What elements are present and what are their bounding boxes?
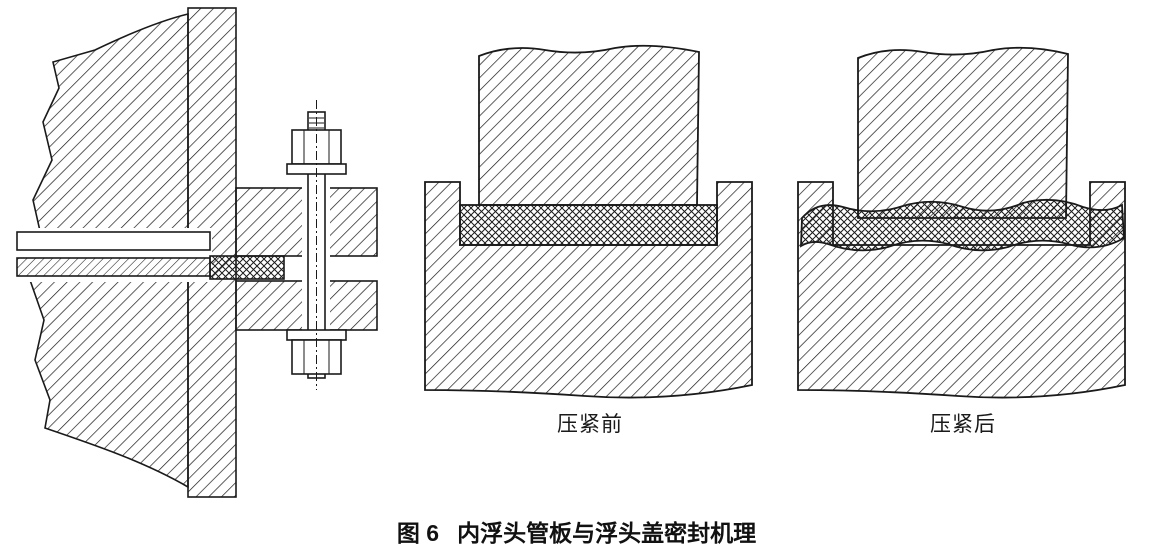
figure-caption: 图 6 内浮头管板与浮头盖密封机理 — [0, 514, 1153, 548]
gasket-before-compression-drawing — [424, 44, 753, 399]
label-before-compression: 压紧前 — [557, 413, 623, 436]
figure-title: 内浮头管板与浮头盖密封机理 — [457, 520, 757, 546]
flange-section-drawing — [13, 7, 378, 498]
gasket-after-compression-drawing — [797, 46, 1126, 399]
figure-number: 图 6 — [396, 520, 440, 546]
label-after-compression: 压紧后 — [930, 413, 996, 436]
